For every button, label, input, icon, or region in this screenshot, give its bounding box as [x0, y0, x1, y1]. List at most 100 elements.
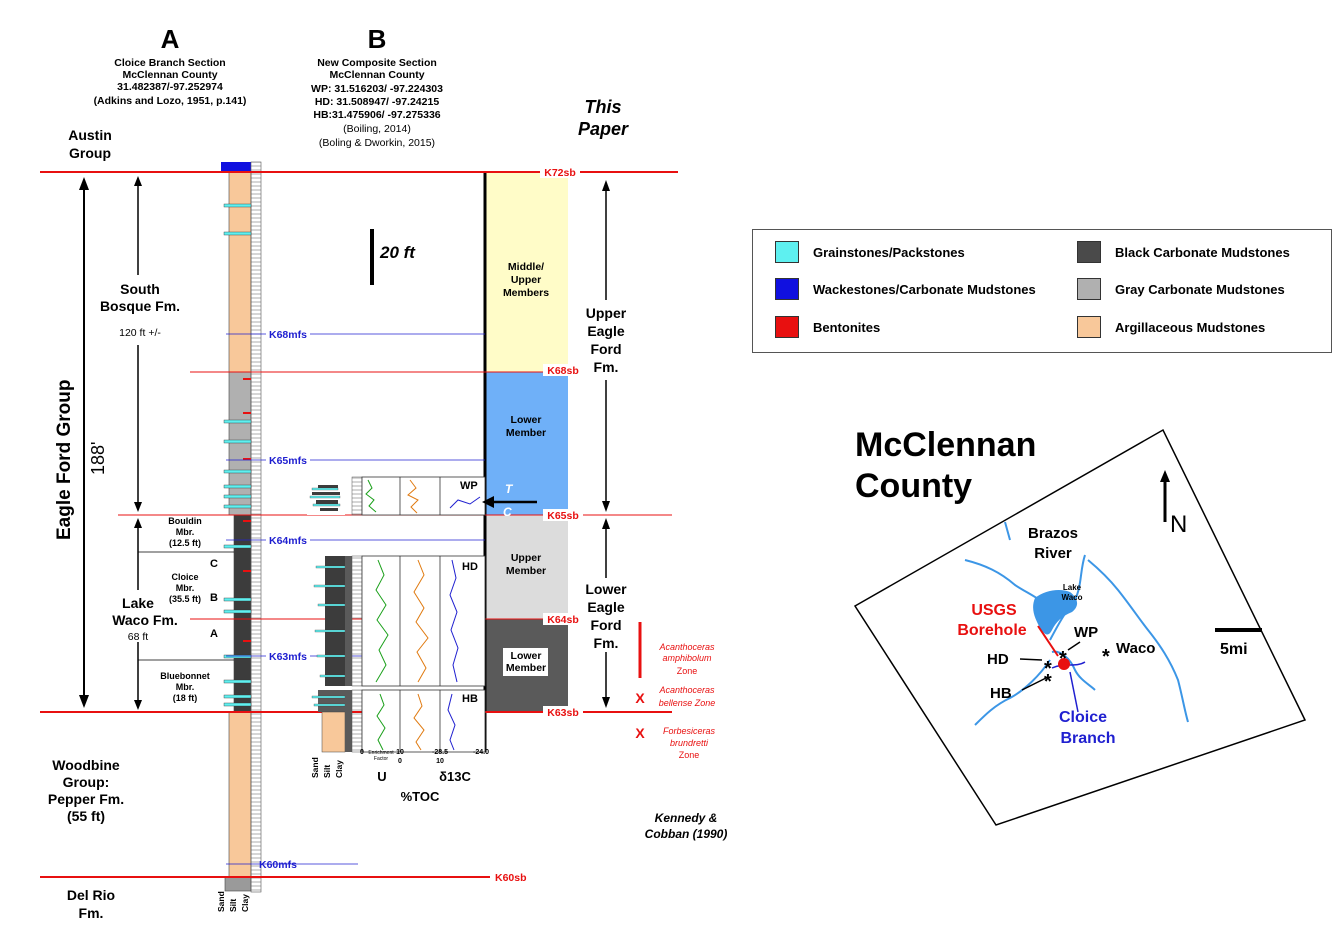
- thickness-188-label: 188': [88, 442, 108, 475]
- legend-item-grainstones: Grainstones/Packstones: [775, 241, 965, 263]
- column-b-title: New Composite Section: [317, 57, 437, 69]
- map-waco-label: Waco: [1116, 640, 1155, 657]
- bell-line1: Acanthoceras: [658, 685, 715, 695]
- column-a-grainstone-beds: [223, 203, 252, 707]
- axis-u-0: 0: [360, 749, 364, 756]
- middle-upper-label-3: Members: [503, 287, 549, 299]
- axis-factor: Factor: [374, 756, 389, 762]
- legend-item-black-mudstones: Black Carbonate Mudstones: [1077, 241, 1290, 263]
- legend-label: Black Carbonate Mudstones: [1115, 244, 1290, 260]
- gray-mudstones-swatch: [1077, 278, 1101, 300]
- bouldin-line3: (12.5 ft): [169, 538, 201, 548]
- axis-toc-10: 10: [436, 758, 444, 765]
- axis-toc-label: %TOC: [401, 789, 440, 804]
- k72sb-label: K72sb: [544, 167, 576, 179]
- column-b-cite2: (Boling & Dworkin, 2015): [319, 137, 435, 149]
- forb-line1: Forbesiceras: [663, 726, 716, 736]
- lower-member-1-line2: Member: [506, 427, 546, 439]
- log-sand-label: Sand: [310, 757, 320, 778]
- lower-member-2-line1: Lower: [511, 650, 542, 662]
- legend-item-wackestones: Wackestones/Carbonate Mudstones: [775, 278, 1036, 300]
- k65sb-label: K65sb: [547, 510, 579, 522]
- kennedy-line1: Kennedy &: [655, 811, 718, 825]
- bell-line2: bellense Zone: [659, 698, 716, 708]
- cloice-branch-line2: Branch: [1060, 730, 1115, 747]
- log-clay-label: Clay: [334, 760, 344, 778]
- k68mfs-label: K68mfs: [269, 329, 307, 341]
- subunit-a: A: [210, 628, 218, 640]
- legend-label: Wackestones/Carbonate Mudstones: [813, 281, 1036, 297]
- waco-asterisk: *: [1102, 646, 1110, 668]
- woodbine-line1: Woodbine: [52, 757, 120, 773]
- upper-member-box: [485, 515, 568, 619]
- hd-log-panel: [313, 555, 486, 687]
- legend-label: Bentonites: [813, 319, 881, 335]
- k63mfs-label: K63mfs: [269, 651, 307, 663]
- woodbine-line2: Group:: [63, 774, 110, 790]
- bentonites-swatch: [775, 316, 799, 338]
- column-b-county: McClennan County: [329, 69, 424, 81]
- map-hd-label: HD: [987, 651, 1009, 668]
- wp-asterisk: *: [1059, 648, 1067, 670]
- middle-upper-label-1: Middle/: [508, 261, 544, 273]
- legend-label: Argillaceous Mudstones: [1115, 319, 1266, 335]
- cloice-line2: Mbr.: [176, 583, 195, 593]
- del-rio-line2: Fm.: [79, 905, 104, 921]
- brazos-line1: Brazos: [1028, 525, 1078, 542]
- upper-ef-line3: Ford: [590, 341, 621, 357]
- amph-line3: Zone: [677, 666, 698, 676]
- usgs-line2: Borehole: [957, 622, 1026, 639]
- hd-asterisk: *: [1044, 658, 1052, 680]
- axis-d13c-label: δ13C: [439, 769, 471, 784]
- usgs-line1: USGS: [971, 602, 1017, 619]
- k60mfs-label: K60mfs: [259, 859, 297, 871]
- brazos-line2: River: [1034, 545, 1072, 562]
- scale-bar-label: 20 ft: [379, 243, 416, 262]
- upper-ef-line4: Fm.: [594, 359, 619, 375]
- t-label: T: [505, 482, 514, 496]
- woodbine-line3: Pepper Fm.: [48, 791, 124, 807]
- lower-member-box-upper: [485, 372, 568, 515]
- column-a-tick-scale: [250, 161, 262, 893]
- map-hb-label: HB: [990, 685, 1012, 702]
- column-b-letter: B: [368, 24, 387, 54]
- k63sb-label: K63sb: [547, 707, 579, 719]
- axis-toc-0: 0: [398, 758, 402, 765]
- wp-log-panel: [307, 476, 486, 516]
- argillaceous-swatch: [1077, 316, 1101, 338]
- column-a-gray-mid: [228, 371, 252, 516]
- cloice-line3: (35.5 ft): [169, 594, 201, 604]
- south-bosque-thickness: 120 ft +/-: [119, 327, 161, 339]
- south-bosque-line1: South: [120, 281, 160, 297]
- bouldin-line2: Mbr.: [176, 527, 195, 537]
- forb-line2: brundretti: [670, 738, 709, 748]
- middle-upper-label-2: Upper: [511, 274, 541, 286]
- lower-member-2-line2: Member: [506, 662, 546, 674]
- map-title-line2: County: [855, 467, 972, 505]
- lake-waco: [1033, 590, 1078, 635]
- lower-member-1-line1: Lower: [511, 414, 542, 426]
- austin-line2: Group: [69, 145, 111, 161]
- column-a-sand-label: Sand: [216, 891, 226, 912]
- column-b-cite1: (Boiling, 2014): [343, 123, 411, 135]
- column-a-top-wackestone: [221, 162, 251, 172]
- bluebonnet-line3: (18 ft): [173, 693, 198, 703]
- lake-waco-line2: Waco Fm.: [112, 612, 178, 628]
- lake-waco-line1-map: Lake: [1063, 583, 1082, 592]
- column-a-citation: (Adkins and Lozo, 1951, p.141): [94, 95, 247, 107]
- column-b-hd: HD: 31.508947/ -97.24215: [315, 96, 439, 108]
- upper-ef-line1: Upper: [586, 305, 627, 321]
- bluebonnet-line1: Bluebonnet: [160, 671, 210, 681]
- lake-waco-thickness: 68 ft: [128, 631, 149, 643]
- axis-u-label: U: [377, 769, 386, 784]
- subunit-c: C: [210, 558, 218, 570]
- map-scale-label: 5mi: [1220, 641, 1248, 658]
- axis-d13c-m285: -28.5: [432, 749, 448, 756]
- legend-item-gray-mudstones: Gray Carbonate Mudstones: [1077, 278, 1285, 300]
- hb-asterisk: *: [1044, 671, 1052, 693]
- c-label: C: [503, 505, 512, 519]
- cloice-line1: Cloice: [171, 572, 198, 582]
- wackestones-swatch: [775, 278, 799, 300]
- forb-x: X: [635, 725, 645, 741]
- middle-upper-members-box: [485, 172, 568, 372]
